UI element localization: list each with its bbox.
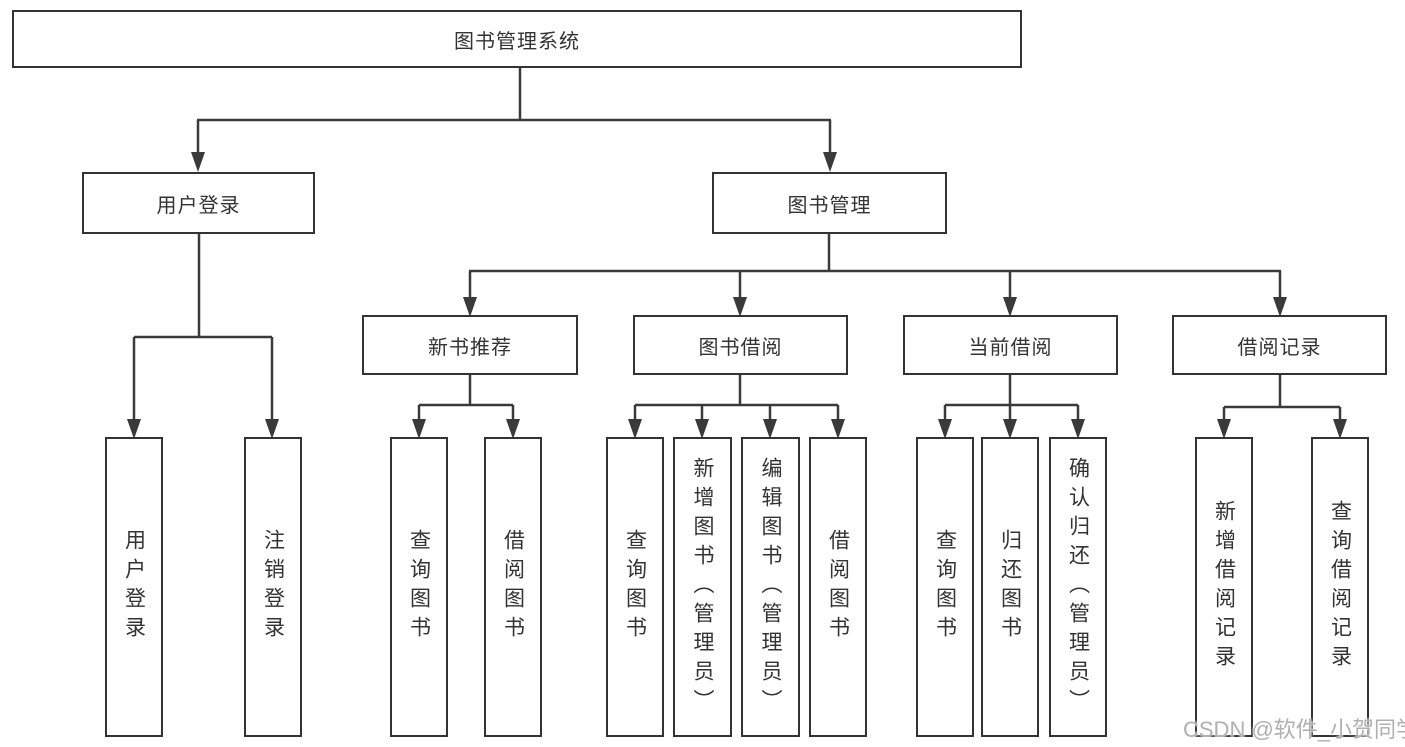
leaf-user-login: 用户登录 <box>105 437 163 737</box>
node-root: 图书管理系统 <box>12 10 1022 68</box>
node-user-login-label: 用户登录 <box>156 194 241 217</box>
leaf-borrow-book-2: 借阅图书 <box>809 437 867 737</box>
leaf-query-book-3: 查询图书 <box>916 437 974 737</box>
node-book-management-label: 图书管理 <box>787 194 872 217</box>
leaf-query-borrow-record: 查询借阅记录 <box>1311 437 1369 737</box>
leaf-add-book-admin-label: 新增图书（管理员） <box>691 456 714 718</box>
leaf-add-borrow-record: 新增借阅记录 <box>1195 437 1253 737</box>
leaf-query-book-1-label: 查询图书 <box>407 529 431 645</box>
node-current-borrow-label: 当前借阅 <box>968 336 1053 359</box>
leaf-logout: 注销登录 <box>244 437 302 737</box>
node-root-label: 图书管理系统 <box>454 30 580 53</box>
node-new-book-recommend: 新书推荐 <box>362 315 578 375</box>
leaf-query-book-3-label: 查询图书 <box>933 529 957 645</box>
leaf-user-login-label: 用户登录 <box>122 529 146 645</box>
node-borrow-record-label: 借阅记录 <box>1237 336 1322 359</box>
node-user-login: 用户登录 <box>82 172 315 234</box>
leaf-borrow-book-2-label: 借阅图书 <box>826 529 850 645</box>
node-book-borrow-label: 图书借阅 <box>698 336 783 359</box>
leaf-query-book-2-label: 查询图书 <box>623 529 647 645</box>
leaf-borrow-book-1-label: 借阅图书 <box>501 529 525 645</box>
leaf-confirm-return-admin: 确认归还（管理员） <box>1049 437 1107 737</box>
node-book-borrow: 图书借阅 <box>633 315 848 375</box>
leaf-query-book-1: 查询图书 <box>390 437 448 737</box>
leaf-add-borrow-record-label: 新增借阅记录 <box>1212 500 1236 674</box>
node-current-borrow: 当前借阅 <box>903 315 1118 375</box>
leaf-return-book: 归还图书 <box>981 437 1039 737</box>
leaf-confirm-return-admin-label: 确认归还（管理员） <box>1066 456 1090 718</box>
node-book-management: 图书管理 <box>712 172 947 234</box>
leaf-query-book-2: 查询图书 <box>606 437 664 737</box>
leaf-logout-label: 注销登录 <box>261 529 285 645</box>
leaf-edit-book-admin-label: 编辑图书（管理员） <box>759 456 782 718</box>
node-borrow-record: 借阅记录 <box>1172 315 1387 375</box>
leaf-edit-book-admin: 编辑图书（管理员） <box>741 437 800 737</box>
node-new-book-recommend-label: 新书推荐 <box>428 336 512 359</box>
leaf-query-borrow-record-label: 查询借阅记录 <box>1328 500 1352 674</box>
watermark-text: CSDN @软件_小贺同学 <box>1183 717 1405 742</box>
leaf-add-book-admin: 新增图书（管理员） <box>673 437 732 737</box>
leaf-return-book-label: 归还图书 <box>998 529 1022 645</box>
leaf-borrow-book-1: 借阅图书 <box>484 437 542 737</box>
